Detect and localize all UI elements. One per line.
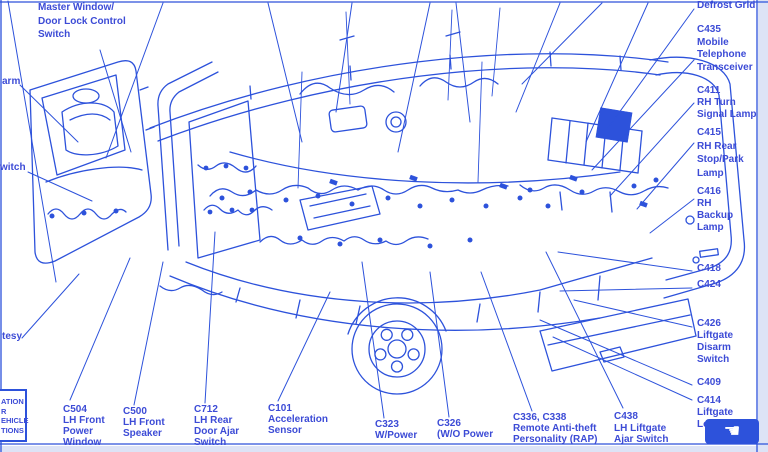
label-c409: C409 [697,377,721,388]
leader-lines [7,0,695,419]
label-c415-rh-rear-stop-park: C415 RH Rear Stop/Park Lamp [697,127,744,179]
label-switch-partial: witch [0,162,26,173]
rear-wheel-drawing [347,297,447,395]
label-c418: C418 [697,263,721,274]
liftgate-drawing [649,56,746,299]
prev-page-button[interactable]: ☚ [705,419,759,444]
rear-bumper-drawing [539,298,697,372]
defrost-grid-drawing [547,107,643,174]
hand-pointer-icon: ☚ [723,420,741,442]
legend-box-text: ATION R EHICLE TIONS [1,397,29,435]
label-c101-acceleration-sensor: C101 Acceleration Sensor [268,403,329,436]
label-defrost-grid: Defrost Grid [697,0,756,11]
label-c326-wo-power: C326 (W/O Power [437,418,494,440]
label-alarm-partial: arm [2,76,21,87]
label-c504-lh-front-power-window: C504 LH Front Power Window [63,404,105,448]
roof-drawing [149,51,669,142]
label-c323-w-power: C323 W/Power [375,419,418,441]
front-machinery-drawing [297,7,501,189]
wiring-harness-drawing [209,151,669,249]
label-courtesy-partial: tesy [2,331,23,342]
label-c424: C424 [697,279,721,290]
label-c336-c338-rap: C336, C338 Remote Anti-theft Personality… [513,412,598,445]
label-c416-rh-backup-lamp: C416 RH Backup Lamp [697,186,734,233]
pillar-rear-door-drawing [157,61,273,259]
label-c712-lh-rear-door-ajar: C712 LH Rear Door Ajar Switch [194,404,240,448]
front-seat-drawing [61,88,119,156]
legend-box: ATION R EHICLE TIONS [0,389,29,442]
label-master-window-door-lock: Master Window/ Door Lock Control Switch [38,2,126,40]
label-c411-rh-turn-signal: C411 RH Turn Signal Lamp [697,85,757,120]
floor-pan-drawing [159,185,653,331]
label-c438-lh-liftgate-ajar: C438 LH Liftgate Ajar Switch [614,411,669,445]
label-c435-mobile-telephone: C435 Mobile Telephone Transceiver [697,24,753,73]
label-c426-liftgate-disarm: C426 Liftgate Disarm Switch [697,318,734,365]
front-door-drawing [29,60,155,264]
label-c500-lh-front-speaker: C500 LH Front Speaker [123,406,165,439]
